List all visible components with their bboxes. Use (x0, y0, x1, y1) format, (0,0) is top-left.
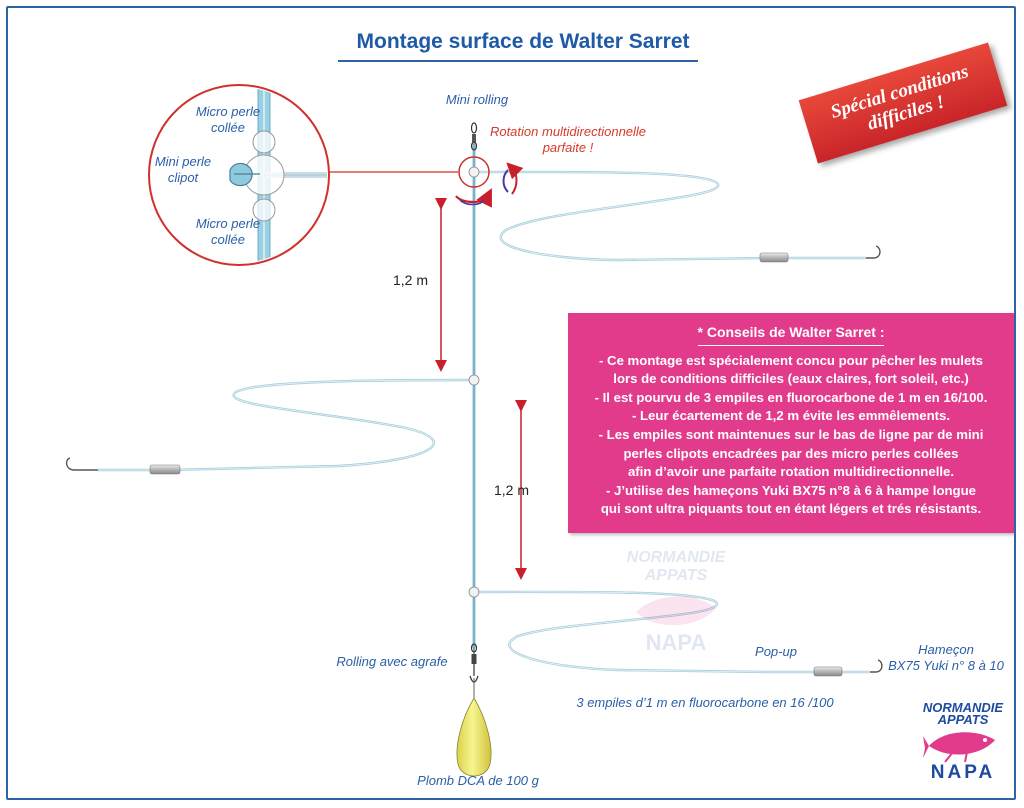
fish-icon (923, 732, 995, 763)
rolling-agrafe-swivel (469, 643, 479, 698)
hook-1-icon (866, 245, 881, 259)
advice-box: * Conseils de Walter Sarret : - Ce monta… (568, 313, 1014, 533)
diagram-frame: Montage surface de Walter Sarret (6, 6, 1016, 800)
popup-2 (149, 464, 181, 475)
label-pop-up: Pop-up (755, 644, 797, 659)
advice-line: - Ce montage est spécialement concu pour… (598, 352, 983, 368)
hook-3-icon (870, 659, 883, 673)
magnifier-detail (229, 87, 327, 263)
label-distance-2: 1,2 m (494, 482, 530, 498)
popup-3 (813, 666, 843, 677)
rotation-arrows (455, 162, 524, 208)
title-underline (338, 60, 698, 62)
label-rotation: Rotation multidirectionnelle parfaite ! (488, 124, 648, 156)
normandie-appats-logo: NORMANDIE APPATS NAPA (913, 700, 1013, 792)
label-rolling-agrafe: Rolling avec agrafe (336, 654, 448, 669)
popup-1 (759, 252, 789, 263)
label-micro-perle-bot-1: Micro perle (195, 216, 261, 231)
logo-line2: APPATS (937, 712, 989, 727)
label-micro-perle-bottom: Micro perle collée (188, 216, 268, 248)
advice-line: qui sont ultra piquants tout en étant lé… (600, 501, 982, 517)
label-empiles: 3 empiles d’1 m en fluorocarbone en 16 /… (576, 695, 834, 710)
svg-text:NORMANDIE: NORMANDIE (627, 549, 727, 566)
advice-line: lors de conditions difficiles (eaux clai… (613, 371, 969, 387)
watermark-logo: NORMANDIE APPATS NAPA (616, 546, 736, 656)
dropper-line-1 (473, 170, 866, 262)
lead-weight (456, 697, 492, 777)
advice-line: - Les empiles sont maintenues sur le bas… (598, 426, 984, 442)
advice-line: afin d’avoir une parfaite rotation multi… (627, 464, 955, 480)
advice-title: * Conseils de Walter Sarret : (697, 323, 885, 346)
dropper-line-2 (98, 378, 475, 472)
label-rotation-line1: Rotation multidirectionnelle (489, 124, 647, 139)
svg-text:APPATS: APPATS (644, 567, 708, 584)
label-plomb: Plomb DCA de 100 g (417, 773, 539, 788)
label-mini-perle: Mini perle clipot (148, 154, 218, 186)
label-mini-perle-1: Mini perle (154, 154, 212, 169)
logo-line1: NORMANDIE (922, 700, 1004, 715)
label-mini-rolling: Mini rolling (445, 92, 509, 107)
label-rotation-line2: parfaite ! (542, 140, 594, 155)
label-micro-perle-top: Micro perle collée (188, 104, 268, 136)
mini-rolling-swivel (470, 122, 478, 151)
label-micro-perle-top-1: Micro perle (195, 104, 261, 119)
rig-drawing (65, 84, 883, 777)
label-hamecon: Hameçon BX75 Yuki n° 8 à 10 (876, 642, 1014, 674)
label-hamecon-2: BX75 Yuki n° 8 à 10 (888, 658, 1004, 673)
hook-2-icon (65, 457, 98, 471)
bead-junction-2 (468, 374, 480, 386)
advice-line: - Leur écartement de 1,2 m évite les emm… (631, 408, 951, 424)
bead-junction-3 (468, 586, 480, 598)
label-distance-1: 1,2 m (393, 272, 429, 288)
advice-line: - J’utilise des hameçons Yuki BX75 n°8 à… (605, 482, 976, 498)
advice-line: perles clipots encadrées par des micro p… (623, 445, 959, 461)
logo-text-top: NORMANDIE APPATS (913, 700, 1013, 727)
bead-junction-1 (468, 166, 480, 178)
label-micro-perle-bot-2: collée (211, 232, 245, 247)
svg-text:NAPA: NAPA (646, 630, 707, 655)
label-mini-perle-2: clipot (167, 170, 199, 185)
page-title: Montage surface de Walter Sarret (356, 30, 690, 53)
label-micro-perle-top-2: collée (211, 120, 245, 135)
label-hamecon-1: Hameçon (918, 642, 974, 657)
advice-line: - Il est pourvu de 3 empiles en fluoroca… (594, 389, 988, 405)
logo-text-napa: NAPA (930, 762, 996, 783)
